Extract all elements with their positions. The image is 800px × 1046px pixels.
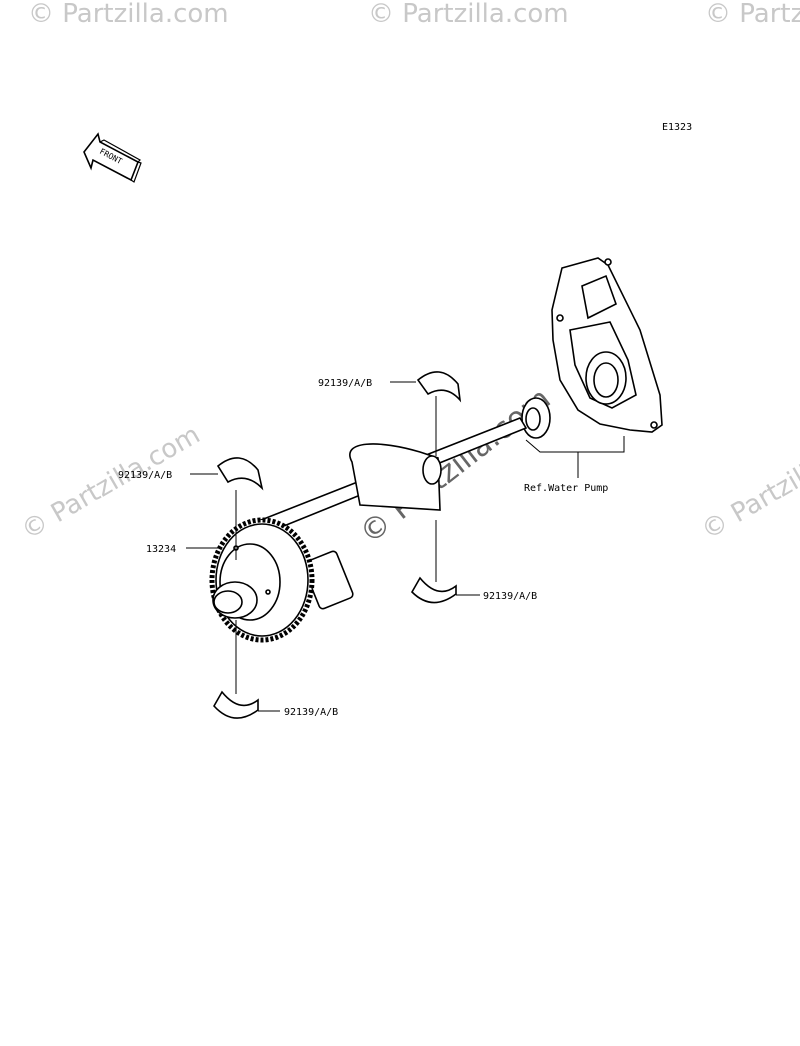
watermark-top-center: © Partzilla.com: [368, 0, 569, 29]
callout-water-pump: Ref.Water Pump: [524, 483, 608, 494]
drive-gear: [209, 517, 315, 643]
callout-bearing-left: 92139/A/B: [118, 470, 172, 481]
watermark-mid-left: © Partzilla.com: [17, 420, 206, 546]
callout-gear: 13234: [146, 544, 176, 555]
oil-seal: [521, 397, 551, 439]
callout-bearing-right: 92139/A/B: [483, 591, 537, 602]
bearing-left: [216, 457, 264, 491]
balancer-shaft: [254, 417, 528, 610]
front-arrow-icon: FRONT: [83, 132, 142, 183]
callout-bearing-top: 92139/A/B: [318, 378, 372, 389]
diagram-code: E1323: [662, 122, 692, 133]
bearing-right: [411, 576, 457, 604]
water-pump-cover: [551, 257, 663, 433]
watermark-top-right: © Partzilla.com: [705, 0, 800, 29]
bearing-bottom: [213, 690, 259, 719]
leader-lines: [186, 381, 625, 712]
callout-bearing-bottom: 92139/A/B: [284, 707, 338, 718]
bearing-top: [416, 371, 462, 403]
watermark-mid-right: © Partzilla.com: [697, 420, 800, 546]
watermark-top-left: © Partzilla.com: [28, 0, 229, 29]
